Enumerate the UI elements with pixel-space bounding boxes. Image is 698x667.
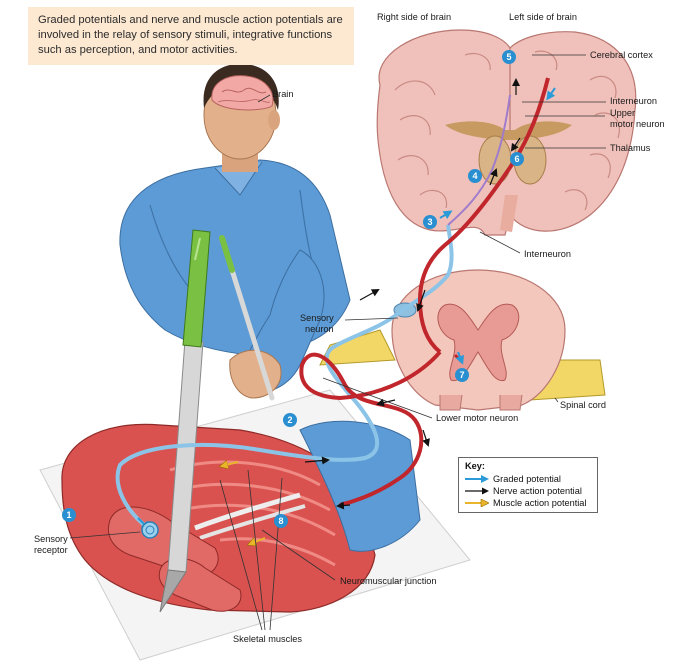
step-badge-3: 3 [423,215,437,229]
label-sensory-neuron-2: neuron [305,324,334,334]
label-neuromuscular-junction: Neuromuscular junction [340,576,437,586]
step-badge-2: 2 [283,413,297,427]
sensory-neuron-path [115,224,454,530]
label-skeletal-muscles: Skeletal muscles [233,634,302,644]
intro-caption: Graded potentials and nerve and muscle a… [28,7,354,65]
step-badge-4: 4 [468,169,482,183]
svg-text:8: 8 [278,516,283,526]
label-upper-motor-neuron-2: motor neuron [610,119,665,129]
legend-label: Graded potential [493,474,561,484]
svg-text:7: 7 [459,370,464,380]
label-lower-motor-neuron: Lower motor neuron [436,413,519,423]
legend-label: Nerve action potential [493,486,582,496]
label-upper-motor-neuron-1: Upper [610,108,636,118]
graded-potential-arrow-icon [465,475,489,483]
step-badge-7: 7 [455,368,469,382]
label-thalamus: Thalamus [610,143,651,153]
legend-title: Key: [465,461,485,471]
svg-text:5: 5 [506,52,511,62]
brain-section [376,29,637,236]
svg-text:3: 3 [427,217,432,227]
nerve-action-potential-arrow-icon [465,487,489,495]
svg-text:6: 6 [514,154,519,164]
label-sensory-receptor-1: Sensory [34,534,68,544]
label-interneuron-upper: Interneuron [610,96,657,106]
pen [159,229,211,613]
person-figure [119,63,351,401]
svg-text:2: 2 [287,415,292,425]
step-badge-1: 1 [62,508,76,522]
label-sensory-receptor-2: receptor [34,545,68,555]
svg-text:4: 4 [472,171,477,181]
label-cerebral-cortex: Cerebral cortex [590,50,653,60]
spinal-cord [319,269,606,411]
legend-item-graded-potential: Graded potential [465,473,591,485]
lower-motor-neuron-path [299,350,442,507]
legend-label: Muscle action potential [493,498,587,508]
svg-text:1: 1 [66,510,71,520]
legend-item-nerve-action-potential: Nerve action potential [465,485,591,497]
legend-item-muscle-action-potential: Muscle action potential [465,497,591,509]
brain-on-head [211,75,274,111]
muscle-action-potential-arrow-icon [465,499,489,507]
step-badge-8: 8 [274,514,288,528]
label-sensory-neuron-1: Sensory [300,313,334,323]
label-interneuron-lower: Interneuron [524,249,571,259]
sensory-receptor [141,521,159,539]
label-left-side-of-brain: Left side of brain [509,12,577,22]
label-brain: Brain [272,89,294,99]
label-right-side-of-brain: Right side of brain [377,12,452,22]
step-badges: 1 2 3 4 5 6 7 8 [62,50,524,528]
leader-lines [69,54,606,631]
step-badge-6: 6 [510,152,524,166]
legend-key: Key: Graded potential Nerve action poten… [458,457,598,513]
step-badge-5: 5 [502,50,516,64]
label-spinal-cord: Spinal cord [560,400,606,410]
